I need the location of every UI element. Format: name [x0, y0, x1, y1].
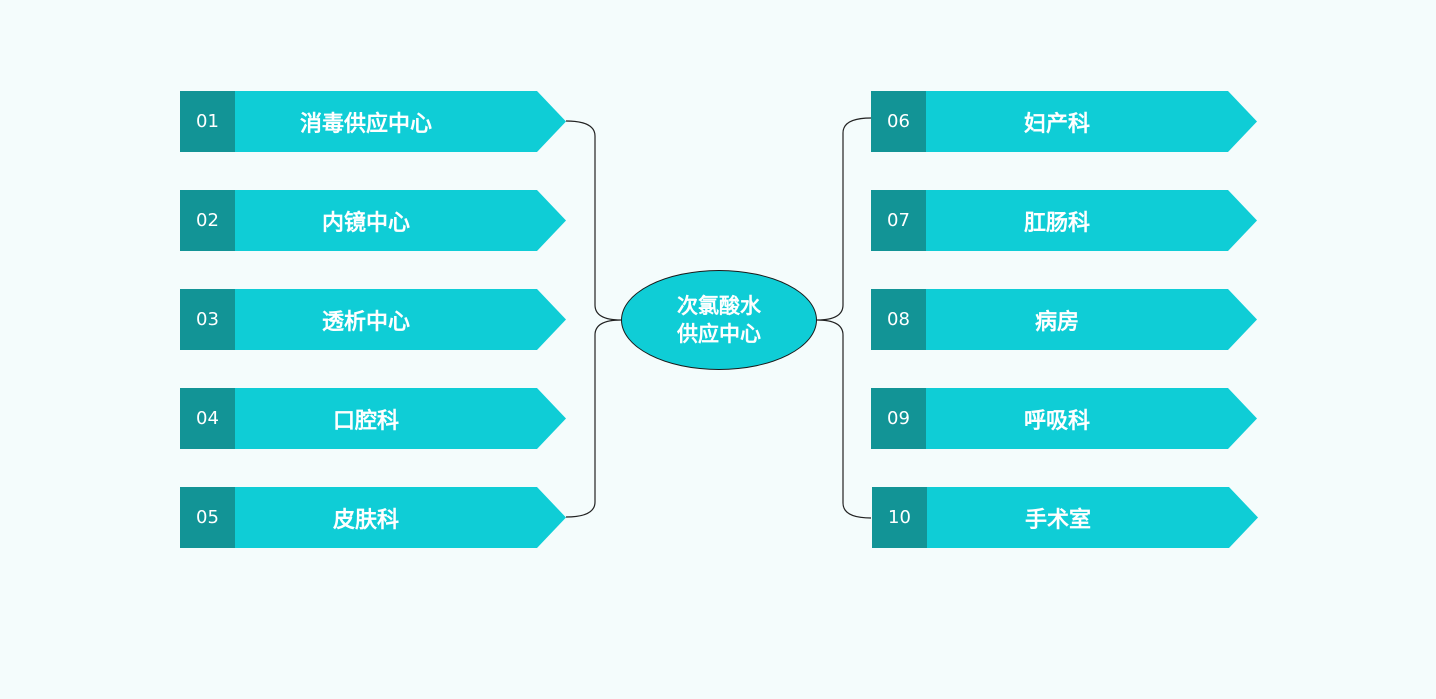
item-number: 10 — [872, 487, 927, 548]
department-item-04[interactable]: 04 口腔科 — [180, 388, 566, 449]
item-label: 透析中心 — [321, 309, 410, 335]
arrow-banner — [927, 487, 1258, 548]
arrow-banner — [926, 190, 1257, 251]
right-bracket — [816, 117, 872, 519]
item-number: 09 — [871, 388, 926, 449]
item-label: 消毒供应中心 — [299, 111, 432, 137]
arrow-banner — [235, 388, 566, 449]
item-label: 手术室 — [1024, 507, 1091, 533]
item-number: 02 — [180, 190, 235, 251]
department-item-01[interactable]: 01 消毒供应中心 — [180, 91, 566, 152]
department-item-05[interactable]: 05 皮肤科 — [180, 487, 566, 548]
item-number: 03 — [180, 289, 235, 350]
item-number: 04 — [180, 388, 235, 449]
item-label: 内镜中心 — [321, 210, 410, 236]
left-bracket — [565, 120, 622, 518]
department-item-02[interactable]: 02 内镜中心 — [180, 190, 566, 251]
item-number: 07 — [871, 190, 926, 251]
item-number: 06 — [871, 91, 926, 152]
arrow-banner — [235, 190, 566, 251]
item-label: 皮肤科 — [332, 507, 399, 533]
central-hub-node[interactable]: 次氯酸水 供应中心 — [621, 270, 817, 370]
arrow-banner — [235, 289, 566, 350]
department-item-08[interactable]: 08 病房 — [871, 289, 1257, 350]
department-item-03[interactable]: 03 透析中心 — [180, 289, 566, 350]
arrow-banner — [235, 487, 566, 548]
department-item-09[interactable]: 09 呼吸科 — [871, 388, 1257, 449]
item-label: 妇产科 — [1023, 111, 1090, 137]
department-item-07[interactable]: 07 肛肠科 — [871, 190, 1257, 251]
arrow-banner — [926, 289, 1257, 350]
item-label: 口腔科 — [332, 408, 399, 434]
department-item-10[interactable]: 10 手术室 — [872, 487, 1258, 548]
item-label: 肛肠科 — [1023, 210, 1090, 236]
item-number: 05 — [180, 487, 235, 548]
item-label: 呼吸科 — [1023, 408, 1090, 434]
hub-title-line-2: 供应中心 — [677, 322, 761, 346]
arrow-banner — [235, 91, 566, 152]
arrow-banner — [926, 388, 1257, 449]
item-label: 病房 — [1034, 309, 1079, 335]
item-number: 01 — [180, 91, 235, 152]
item-number: 08 — [871, 289, 926, 350]
department-item-06[interactable]: 06 妇产科 — [871, 91, 1257, 152]
hub-title-line-1: 次氯酸水 — [677, 294, 761, 318]
arrow-banner — [926, 91, 1257, 152]
